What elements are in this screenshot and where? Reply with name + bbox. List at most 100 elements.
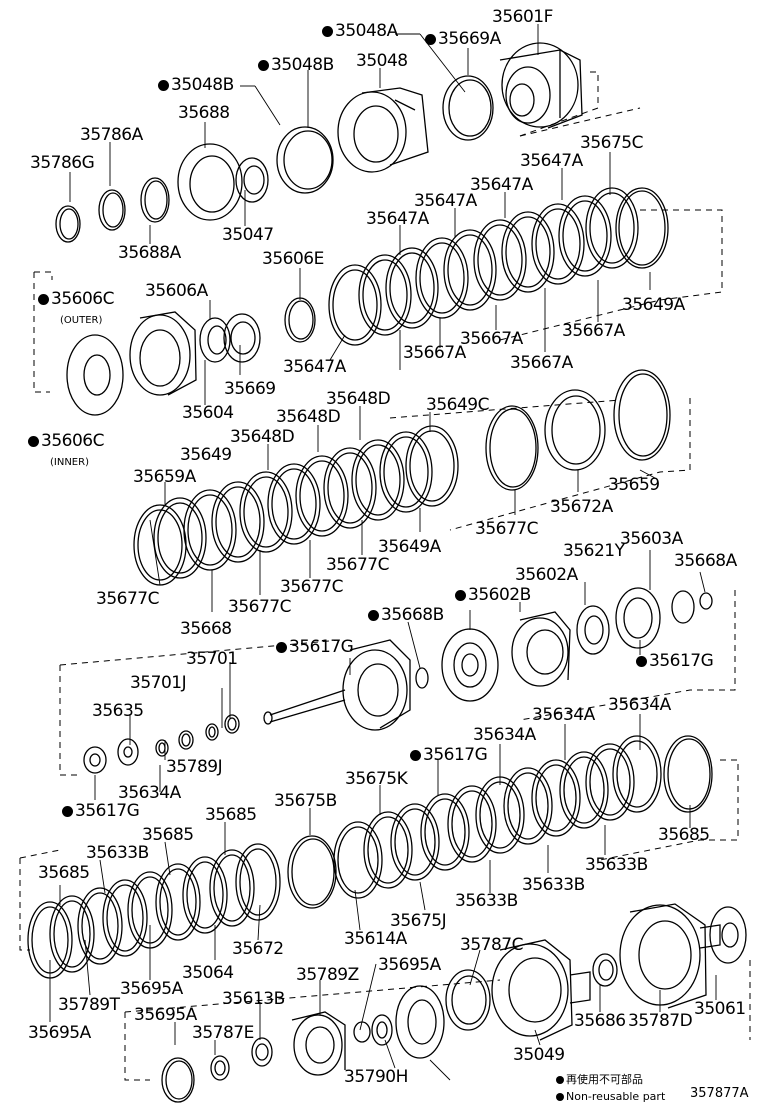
part-label-35667a[interactable]: 35667A [562, 321, 625, 341]
part-label-35675k[interactable]: 35675K [345, 769, 408, 789]
part-label-35685[interactable]: 35685 [142, 825, 194, 845]
part-label-35633b[interactable]: 35633B [522, 875, 585, 895]
part-label-35634a[interactable]: 35634A [608, 695, 671, 715]
part-label-35648d[interactable]: 35648D [230, 427, 295, 447]
part-label-35667a[interactable]: 35667A [510, 353, 573, 373]
part-label-35649a[interactable]: 35649A [378, 537, 441, 557]
part-label-35789j[interactable]: 35789J [166, 757, 223, 777]
part-label-35675j[interactable]: 35675J [390, 911, 447, 931]
part-label-35614a[interactable]: 35614A [344, 929, 407, 949]
part-label-35602a[interactable]: 35602A [515, 565, 578, 585]
part-label-35677c[interactable]: 35677C [228, 597, 291, 617]
part-label-35667a[interactable]: 35667A [403, 343, 466, 363]
part-label-35648d[interactable]: 35648D [276, 407, 341, 427]
part-label-35659a[interactable]: 35659A [133, 467, 196, 487]
part-label-35685[interactable]: 35685 [658, 825, 710, 845]
part-label-35695a[interactable]: 35695A [378, 955, 441, 975]
part-label-35695a[interactable]: 35695A [134, 1005, 197, 1025]
part-label-35659[interactable]: 35659 [608, 475, 660, 495]
part-label-35604[interactable]: 35604 [182, 403, 234, 423]
part-label-35668[interactable]: 35668 [180, 619, 232, 639]
part-label-35602b[interactable]: 35602B [455, 586, 531, 604]
part-label-35606a[interactable]: 35606A [145, 281, 208, 301]
part-label-35677c[interactable]: 35677C [475, 519, 538, 539]
flange-35686 [699, 906, 747, 964]
part-label-35601f[interactable]: 35601F [492, 7, 553, 27]
part-label-35048b[interactable]: 35048B [158, 76, 234, 94]
part-label-35617g[interactable]: 35617G [410, 746, 488, 764]
part-label-35648d[interactable]: 35648D [326, 389, 391, 409]
part-label-35675b[interactable]: 35675B [274, 791, 337, 811]
part-label-35786a[interactable]: 35786A [80, 125, 143, 145]
part-label-35701j[interactable]: 35701J [130, 673, 187, 693]
part-label-35634a[interactable]: 35634A [118, 783, 181, 803]
part-label-35634a[interactable]: 35634A [532, 705, 595, 725]
part-label-35787e[interactable]: 35787E [192, 1023, 254, 1043]
part-label-35061[interactable]: 35061 [694, 999, 746, 1019]
part-label-35606c[interactable]: 35606C [28, 432, 104, 450]
part-label-35669[interactable]: 35669 [224, 379, 276, 399]
ring-35659 [544, 389, 606, 471]
part-label-35668b[interactable]: 35668B [368, 606, 444, 624]
washer-35606c [66, 334, 124, 416]
part-label-35049[interactable]: 35049 [513, 1045, 565, 1065]
part-label-35701[interactable]: 35701 [186, 649, 238, 669]
part-label-35787d[interactable]: 35787D [628, 1011, 693, 1031]
part-label-35649[interactable]: 35649 [180, 445, 232, 465]
part-label-35633b[interactable]: 35633B [585, 855, 648, 875]
part-label-35064[interactable]: 35064 [182, 963, 234, 983]
part-label-35686[interactable]: 35686 [574, 1011, 626, 1031]
legend-en: Non-reusable part [556, 1090, 665, 1103]
part-label-35621y[interactable]: 35621Y [563, 541, 625, 561]
part-label-35685[interactable]: 35685 [38, 863, 90, 883]
part-label-35649a[interactable]: 35649A [622, 295, 685, 315]
part-label-35617g[interactable]: 35617G [636, 652, 714, 670]
part-label-35672a[interactable]: 35672A [550, 497, 613, 517]
part-label-35695a[interactable]: 35695A [120, 979, 183, 999]
part-label-35048a[interactable]: 35048A [322, 22, 398, 40]
part-label-35789t[interactable]: 35789T [58, 995, 120, 1015]
part-label-35048[interactable]: 35048 [356, 51, 408, 71]
part-label-35635[interactable]: 35635 [92, 701, 144, 721]
part-label-35685[interactable]: 35685 [205, 805, 257, 825]
part-label-35647a[interactable]: 35647A [414, 191, 477, 211]
part-label-35688[interactable]: 35688 [178, 103, 230, 123]
part-label-35668a[interactable]: 35668A [674, 551, 737, 571]
ring-35789z [251, 1037, 273, 1067]
part-label-35606c[interactable]: 35606C [38, 290, 114, 308]
part-label-35677c[interactable]: 35677C [326, 555, 389, 575]
part-label-35613b[interactable]: 35613B [222, 989, 285, 1009]
part-label-35634a[interactable]: 35634A [473, 725, 536, 745]
part-label-35047[interactable]: 35047 [222, 225, 274, 245]
part-label-35677c[interactable]: 35677C [96, 589, 159, 609]
ring-35789t [210, 1055, 230, 1081]
part-label-35695a[interactable]: 35695A [28, 1023, 91, 1043]
part-label-35787c[interactable]: 35787C [460, 935, 523, 955]
part-label-35672[interactable]: 35672 [232, 939, 284, 959]
part-label-35667a[interactable]: 35667A [460, 329, 523, 349]
part-label-35669a[interactable]: 35669A [425, 30, 501, 48]
part-label-35603a[interactable]: 35603A [620, 529, 683, 549]
part-label-35649c[interactable]: 35649C [426, 395, 489, 415]
part-label-35633b[interactable]: 35633B [455, 891, 518, 911]
part-label-35048b[interactable]: 35048B [258, 56, 334, 74]
piston-35606a [129, 311, 197, 396]
part-label-35647a[interactable]: 35647A [520, 151, 583, 171]
part-label-35688a[interactable]: 35688A [118, 243, 181, 263]
part-label-35617g[interactable]: 35617G [62, 802, 140, 820]
part-label-35675c[interactable]: 35675C [580, 133, 643, 153]
part-label-35647a[interactable]: 35647A [470, 175, 533, 195]
non-reusable-dot-icon [28, 436, 39, 447]
part-label-35647a[interactable]: 35647A [283, 357, 346, 377]
part-label-35617g[interactable]: 35617G [276, 638, 354, 656]
part-label-35786g[interactable]: 35786G [30, 153, 95, 173]
part-label-35633b[interactable]: 35633B [86, 843, 149, 863]
part-label-35790h[interactable]: 35790H [344, 1067, 408, 1087]
part-label-35677c[interactable]: 35677C [280, 577, 343, 597]
part-label-35606e[interactable]: 35606E [262, 249, 324, 269]
part-label-35647a[interactable]: 35647A [366, 209, 429, 229]
part-label-35789z[interactable]: 35789Z [296, 965, 359, 985]
hub-35047 [235, 157, 269, 203]
